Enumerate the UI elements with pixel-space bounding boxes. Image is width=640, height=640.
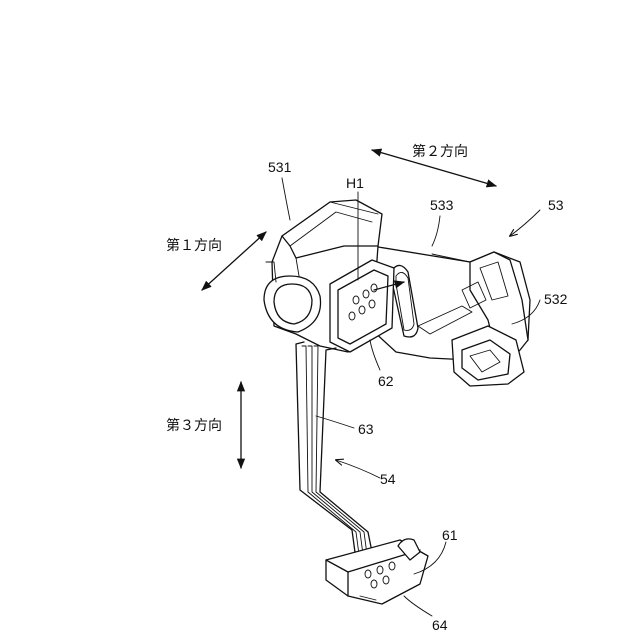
flexible-cable-54 (296, 342, 374, 562)
label-54: 54 (380, 471, 396, 487)
leader-63 (316, 416, 354, 428)
label-61: 61 (442, 527, 458, 543)
leader-54 (336, 460, 380, 478)
label-533: 533 (430, 197, 454, 213)
label-62: 62 (378, 373, 394, 389)
leader-533 (432, 216, 440, 246)
holder-body-53 (264, 200, 530, 386)
label-first-direction: 第１方向 (166, 237, 222, 254)
leader-53 (510, 210, 540, 236)
label-third-direction: 第３方向 (166, 417, 222, 434)
label-64: 64 (432, 617, 448, 633)
leader-64 (404, 596, 432, 616)
label-53: 53 (548, 197, 564, 213)
label-h1: H1 (346, 175, 364, 191)
label-531: 531 (268, 159, 292, 175)
leader-62 (370, 340, 380, 370)
label-second-direction: 第２方向 (412, 143, 468, 160)
label-532: 532 (544, 291, 568, 307)
label-63: 63 (358, 421, 374, 437)
connector-64 (326, 539, 428, 604)
leader-531 (282, 178, 290, 220)
